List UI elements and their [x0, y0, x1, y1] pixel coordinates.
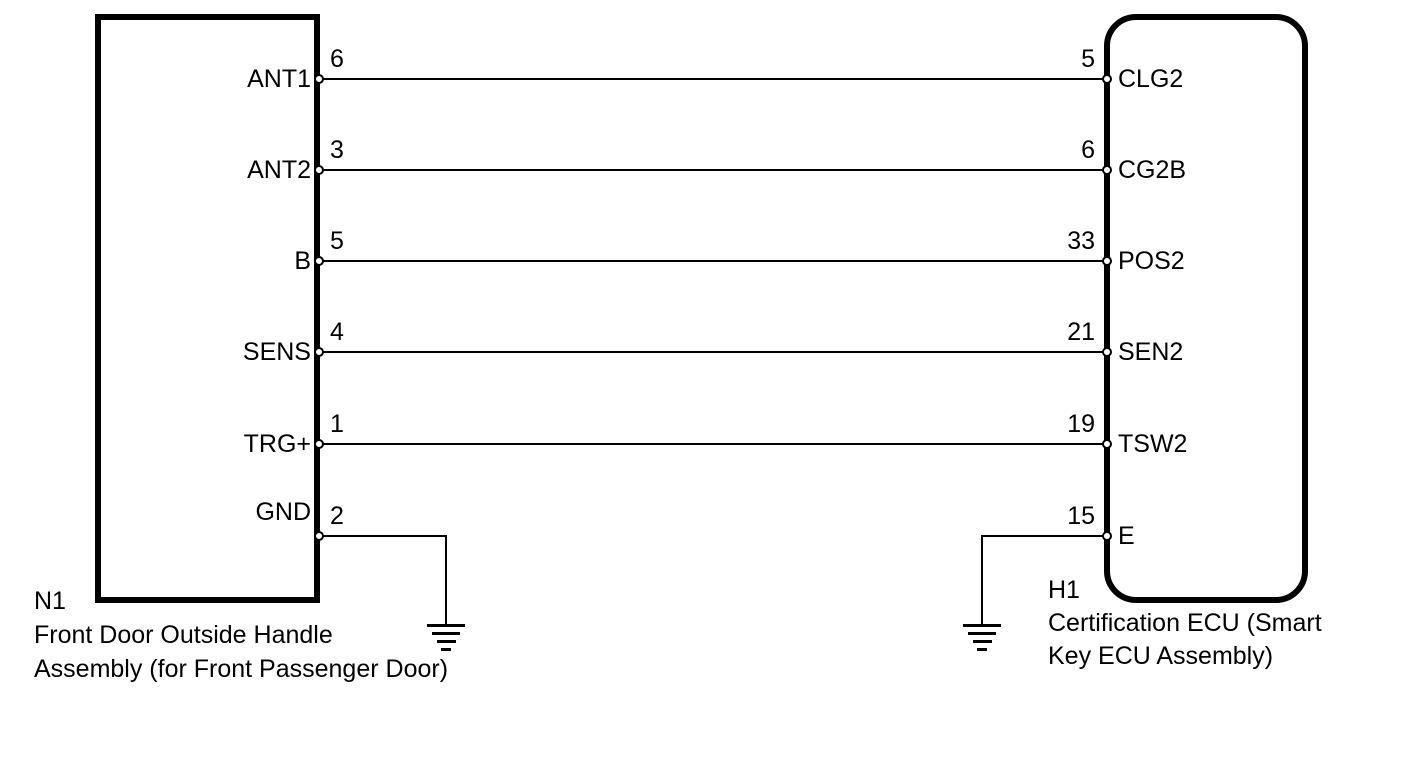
right-connector-name-line1: Certification ECU (Smart: [1048, 609, 1322, 637]
right-pin-terminal-cg2b: [1102, 165, 1112, 175]
right-connector-caption: H1 Certification ECU (Smart Key ECU Asse…: [1048, 574, 1322, 673]
right-pin-number-cg2b: 6: [1081, 136, 1095, 164]
right-pin-label-clg2: CLG2: [1118, 65, 1184, 93]
ground-line: [436, 640, 456, 643]
right-pin-terminal-e: [1102, 531, 1112, 541]
right-connector-code: H1: [1048, 576, 1080, 604]
ground-symbol-right: [958, 624, 1006, 656]
right-pin-label-cg2b: CG2B: [1118, 156, 1187, 184]
wire-b-pos2: [320, 260, 1107, 262]
left-pin-label-ant1: ANT1: [247, 65, 311, 93]
right-pin-terminal-clg2: [1102, 74, 1112, 84]
left-pin-number-gnd: 2: [330, 502, 344, 530]
wire-sens-sen2: [320, 351, 1107, 353]
left-pin-label-b: B: [294, 247, 311, 275]
left-pin-label-trg: TRG+: [243, 430, 311, 458]
left-pin-terminal-trg: [314, 439, 324, 449]
ground-line: [427, 624, 465, 627]
right-pin-number-e: 15: [1067, 502, 1095, 530]
wire-gnd-horizontal: [320, 535, 447, 537]
ground-line: [432, 632, 460, 635]
wire-ant2-cg2b: [320, 169, 1107, 171]
wire-ant1-clg2: [320, 78, 1107, 80]
left-pin-terminal-b: [314, 256, 324, 266]
left-pin-terminal-sens: [314, 347, 324, 357]
ground-symbol-left: [422, 624, 470, 656]
left-pin-terminal-gnd: [314, 531, 324, 541]
right-pin-terminal-pos2: [1102, 256, 1112, 266]
ground-line: [441, 648, 451, 651]
right-pin-label-sen2: SEN2: [1118, 338, 1184, 366]
right-pin-number-tsw2: 19: [1067, 410, 1095, 438]
left-connector-caption: N1 Front Door Outside Handle Assembly (f…: [34, 584, 448, 686]
right-pin-label-tsw2: TSW2: [1118, 430, 1188, 458]
ground-line: [963, 624, 1001, 627]
right-pin-number-pos2: 33: [1067, 227, 1095, 255]
right-pin-label-e: E: [1118, 522, 1135, 550]
wire-e-horizontal: [981, 535, 1104, 537]
right-pin-number-sen2: 21: [1067, 318, 1095, 346]
left-pin-label-sens: SENS: [242, 338, 311, 366]
ground-line: [972, 640, 992, 643]
left-pin-number-b: 5: [330, 227, 344, 255]
right-pin-label-pos2: POS2: [1118, 247, 1185, 275]
left-pin-label-ant2: ANT2: [247, 156, 311, 184]
right-connector-name-line2: Key ECU Assembly): [1048, 642, 1274, 670]
left-pin-number-trg: 1: [330, 410, 344, 438]
left-pin-number-ant2: 3: [330, 136, 344, 164]
right-pin-terminal-tsw2: [1102, 439, 1112, 449]
right-connector-box: [1104, 14, 1308, 603]
left-connector-code: N1: [34, 587, 66, 615]
ground-line: [977, 648, 987, 651]
left-pin-label-gnd: GND: [255, 498, 311, 526]
ground-line: [968, 632, 996, 635]
right-pin-terminal-sen2: [1102, 347, 1112, 357]
left-pin-terminal-ant1: [314, 74, 324, 84]
wire-trg-tsw2: [320, 443, 1107, 445]
left-pin-terminal-ant2: [314, 165, 324, 175]
left-pin-number-sens: 4: [330, 318, 344, 346]
right-pin-number-clg2: 5: [1081, 45, 1095, 73]
left-connector-box: [95, 14, 320, 603]
left-pin-number-ant1: 6: [330, 45, 344, 73]
left-connector-name-line2: Assembly (for Front Passenger Door): [34, 655, 449, 683]
wire-e-vertical: [981, 535, 983, 626]
left-connector-name-line1: Front Door Outside Handle: [34, 621, 333, 649]
wire-gnd-vertical: [445, 535, 447, 626]
